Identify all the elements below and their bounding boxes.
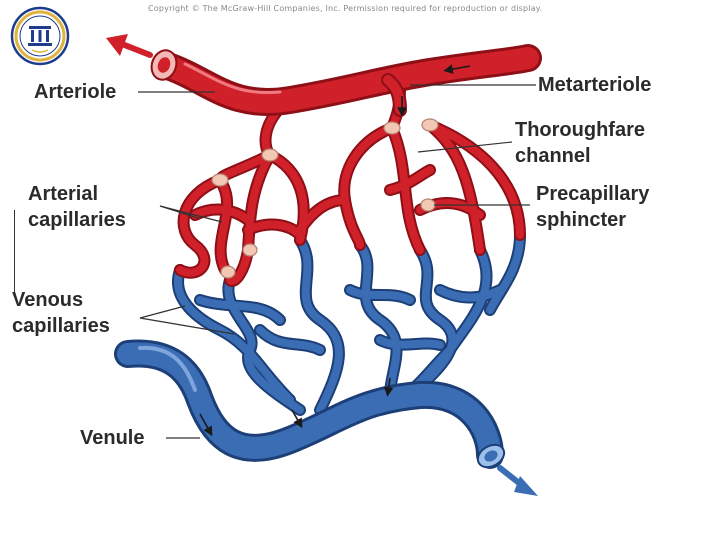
arterial-capillaries-network <box>174 84 526 287</box>
venous-capillaries-network <box>172 229 526 416</box>
sphincter <box>242 243 258 257</box>
sphincter <box>421 118 439 132</box>
precapillary-sphincters <box>211 118 439 279</box>
sphincter <box>211 173 229 187</box>
venule-vessel <box>114 339 538 496</box>
sphincter <box>420 198 436 212</box>
label-venous-line1: Venous <box>12 289 84 311</box>
university-logo-icon <box>10 6 70 66</box>
label-arteriole: Arteriole <box>34 81 117 103</box>
copyright-notice: Copyright © The McGraw-Hill Companies, I… <box>148 4 543 13</box>
label-arterial-line1: Arterial <box>28 183 99 205</box>
label-thoroughfare-line2: channel <box>515 145 591 167</box>
slide-edge-line <box>14 210 15 292</box>
sphincter <box>220 265 236 279</box>
label-metarteriole: Metarteriole <box>538 74 652 96</box>
arteriole-vessel <box>106 34 542 117</box>
label-venous-line2: capillaries <box>12 315 110 337</box>
label-arterial-line2: capillaries <box>28 209 126 231</box>
label-thoroughfare-line1: Thoroughfare <box>515 119 645 141</box>
sphincter <box>261 148 279 162</box>
sphincter <box>383 121 401 135</box>
label-precapillary-line2: sphincter <box>536 209 627 231</box>
label-leader-lines <box>138 84 536 439</box>
label-precapillary-line1: Precapillary <box>536 183 650 205</box>
flow-arrows <box>199 64 471 437</box>
label-venule: Venule <box>80 427 145 449</box>
